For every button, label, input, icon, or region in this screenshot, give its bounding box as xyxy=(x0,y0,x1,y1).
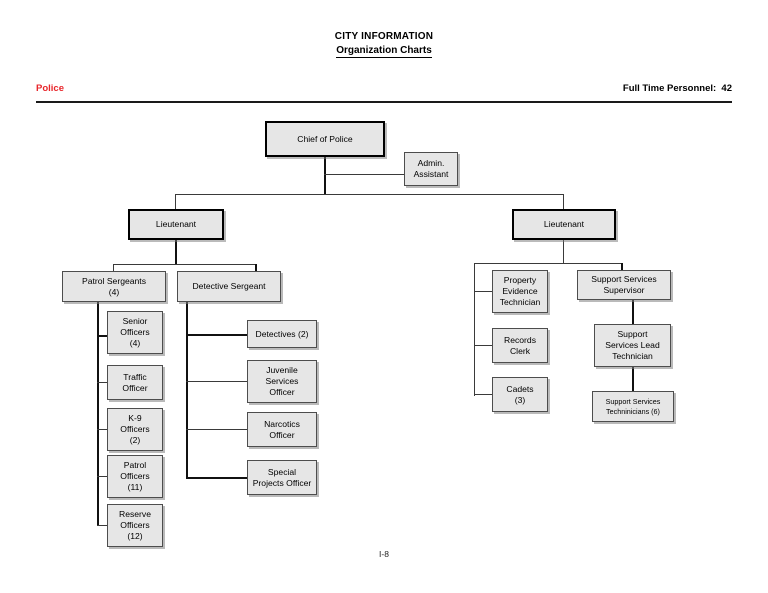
connector-chief-admin xyxy=(324,174,407,175)
department-label: Police xyxy=(36,83,64,94)
connector-right-child-2 xyxy=(474,345,492,346)
node-detective-sergeant[interactable]: Detective Sergeant xyxy=(177,271,281,302)
page-title: CITY INFORMATION xyxy=(334,31,434,42)
connector-lt-left-drop xyxy=(175,194,176,209)
connector-patrol-child-3 xyxy=(97,429,107,430)
page-number: I-8 xyxy=(379,549,389,559)
node-lieutenant-right[interactable]: Lieutenant xyxy=(512,209,616,240)
connector-support-drop xyxy=(621,263,623,271)
page-subtitle-text: Organization Charts xyxy=(336,45,432,58)
node-patrol-sergeants[interactable]: Patrol Sergeants(4) xyxy=(62,271,166,302)
connector-lt-right-bar xyxy=(474,263,622,264)
connector-support-chain-2 xyxy=(632,367,634,391)
connector-detective-spine xyxy=(186,301,188,478)
connector-lt-right-drop xyxy=(563,194,564,209)
connector-lieutenant-bar xyxy=(175,194,564,195)
header-divider xyxy=(36,101,732,103)
connector-support-chain-1 xyxy=(632,299,634,324)
connector-detective-child-3 xyxy=(186,429,248,430)
connector-patrol-child-1 xyxy=(97,335,107,337)
node-cadets[interactable]: Cadets(3) xyxy=(492,377,548,412)
connector-detective-child-4 xyxy=(186,477,248,479)
page-subtitle: Organization Charts xyxy=(0,45,768,58)
connector-patrol-child-2 xyxy=(97,382,107,383)
full-time-personnel: Full Time Personnel: 42 xyxy=(622,83,732,94)
connector-right-child-1 xyxy=(474,291,492,292)
connector-right-child-3 xyxy=(474,394,492,395)
connector-detective-child-1 xyxy=(186,334,248,336)
node-chief-of-police[interactable]: Chief of Police xyxy=(265,121,385,157)
connector-patrol-child-5 xyxy=(97,525,107,526)
connector-lt-left-stem xyxy=(175,240,177,265)
connector-records-spine xyxy=(474,263,475,396)
connector-lt-right-stem xyxy=(563,240,564,264)
node-admin-assistant[interactable]: Admin.Assistant xyxy=(404,152,458,186)
connector-patrol-child-4 xyxy=(97,476,107,477)
connector-detective-child-2 xyxy=(186,381,248,382)
node-detectives[interactable]: Detectives (2) xyxy=(247,320,317,348)
connector-patrol-sgt-drop xyxy=(113,264,114,272)
connector-patrol-spine xyxy=(97,301,99,526)
node-lieutenant-left[interactable]: Lieutenant xyxy=(128,209,224,240)
connector-chief-stem xyxy=(324,157,326,194)
connector-lt-left-bar xyxy=(113,264,256,265)
connector-det-sgt-drop xyxy=(255,264,257,272)
